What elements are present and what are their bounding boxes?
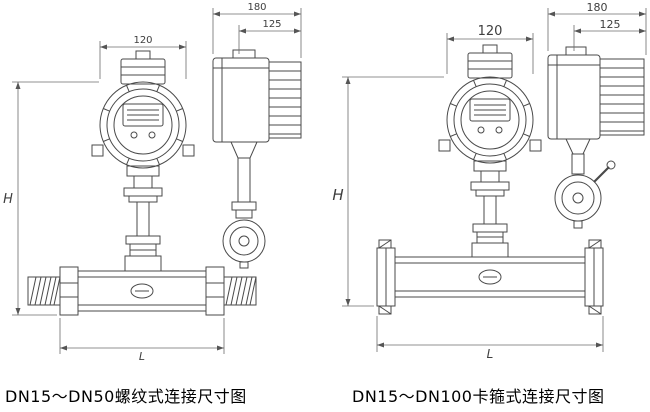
left-dim-head-width-label: 120 — [133, 35, 152, 46]
left-dim-length-label: L — [139, 350, 145, 363]
right-dim-side-body-label: 125 — [600, 18, 621, 31]
right-dim-side-total-label: 180 — [587, 1, 608, 14]
right-meter-front-view — [376, 44, 604, 315]
left-meter-side-view — [212, 49, 302, 269]
right-dim-height-label: H — [332, 186, 343, 204]
right-dim-head-width-label: 120 — [478, 24, 503, 39]
left-dimensions: 120 180 125 H L — [3, 2, 302, 363]
left-meter-front-view — [27, 50, 257, 316]
right-dimensions: 120 180 125 H L — [332, 1, 647, 361]
technical-drawing: 120 180 125 H L — [3, 1, 647, 363]
left-drawing-caption: DN15～DN50螺纹式连接尺寸图 — [5, 387, 247, 406]
right-drawing-caption: DN15～DN100卡箍式连接尺寸图 — [352, 387, 605, 406]
right-dim-length-label: L — [487, 347, 494, 361]
left-dim-side-body-label: 125 — [262, 19, 281, 30]
right-meter-side-view — [547, 46, 645, 229]
left-dim-height-label: H — [3, 192, 13, 207]
left-dim-side-total-label: 180 — [247, 2, 266, 13]
